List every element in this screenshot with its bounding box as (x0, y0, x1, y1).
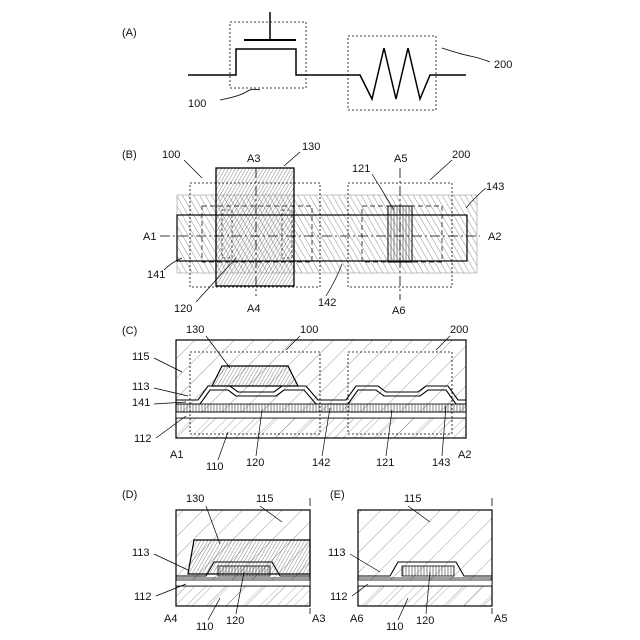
panel-a: (A) 100 200 (122, 12, 512, 110)
label-100-a: 100 (188, 98, 206, 110)
insulator-112-c (176, 412, 466, 418)
label-130-c: 130 (186, 324, 204, 336)
leader-100b (184, 160, 202, 178)
gate-130 (216, 168, 294, 286)
label-112-d: 112 (134, 591, 152, 603)
panel-label-b: (B) (122, 149, 137, 161)
label-112-c: 112 (134, 433, 152, 445)
insulator-112-d (176, 580, 310, 586)
resistor-region-121-e (402, 566, 454, 576)
label-113-c: 113 (132, 381, 150, 393)
substrate-110-c (176, 418, 466, 438)
label-142-b: 142 (318, 297, 336, 309)
label-a4-d: A4 (164, 613, 177, 625)
label-120-c: 120 (246, 457, 264, 469)
label-a1-c: A1 (170, 449, 183, 461)
label-200-c: 200 (450, 324, 468, 336)
label-115-d: 115 (256, 493, 274, 505)
gate-130-c (212, 366, 298, 386)
label-130-b: 130 (302, 141, 320, 153)
label-141-c: 141 (132, 397, 150, 409)
label-113-e: 113 (328, 547, 346, 559)
label-143-b: 143 (486, 181, 504, 193)
label-110-e: 110 (386, 621, 404, 633)
label-141-b: 141 (147, 269, 165, 281)
label-121-b: 121 (352, 163, 370, 175)
label-113-d: 113 (132, 547, 150, 559)
resistor-symbol (348, 48, 466, 99)
label-115-c: 115 (132, 351, 150, 363)
leader-130b (284, 152, 300, 166)
label-130-d: 130 (186, 493, 204, 505)
panel-d: (D) 130 115 113 112 A4 110 120 A3 (122, 489, 325, 633)
label-a3-b: A3 (247, 153, 260, 165)
label-a6-e: A6 (350, 613, 363, 625)
leader-200b (430, 160, 452, 180)
panel-label-a: (A) (122, 27, 137, 39)
panel-b: (B) 100 A3 130 A5 121 200 143 A1 (122, 141, 504, 317)
resistor-box (348, 36, 436, 110)
label-a2-c: A2 (458, 449, 471, 461)
label-100-b: 100 (162, 149, 180, 161)
semiconductor-layer-c (176, 404, 466, 412)
label-112-e: 112 (330, 591, 348, 603)
panel-c: (C) 130 100 200 115 113 141 112 A1 110 (122, 324, 471, 473)
label-200-a: 200 (494, 59, 512, 71)
panel-label-c: (C) (122, 325, 137, 337)
label-a6-b: A6 (392, 305, 405, 317)
semiconductor-120-d (218, 566, 270, 576)
leader-100a (220, 89, 260, 100)
label-120-b: 120 (174, 303, 192, 315)
label-a5-b: A5 (394, 153, 407, 165)
panel-label-d: (D) (122, 489, 137, 501)
substrate-110-d (176, 586, 310, 606)
label-a2-b: A2 (488, 231, 501, 243)
label-a3-d: A3 (312, 613, 325, 625)
panel-label-e: (E) (330, 489, 345, 501)
label-100-c: 100 (300, 324, 318, 336)
label-142-c: 142 (312, 457, 330, 469)
label-a1-b: A1 (143, 231, 156, 243)
transistor-symbol (188, 49, 348, 75)
transistor-box (230, 22, 306, 88)
label-115-e: 115 (404, 493, 422, 505)
substrate-110-e (358, 586, 492, 606)
insulator-112-e (358, 580, 492, 586)
leader-200a (442, 48, 490, 62)
label-121-c: 121 (376, 457, 394, 469)
label-120-d: 120 (226, 615, 244, 627)
panel-e: (E) 115 113 112 A6 110 120 A5 (328, 489, 507, 633)
label-110-d: 110 (196, 621, 214, 633)
label-110-c: 110 (206, 461, 224, 473)
label-143-c: 143 (432, 457, 450, 469)
label-120-e: 120 (416, 615, 434, 627)
label-a4-b: A4 (247, 303, 260, 315)
label-200-b: 200 (452, 149, 470, 161)
label-a5-e: A5 (494, 613, 507, 625)
